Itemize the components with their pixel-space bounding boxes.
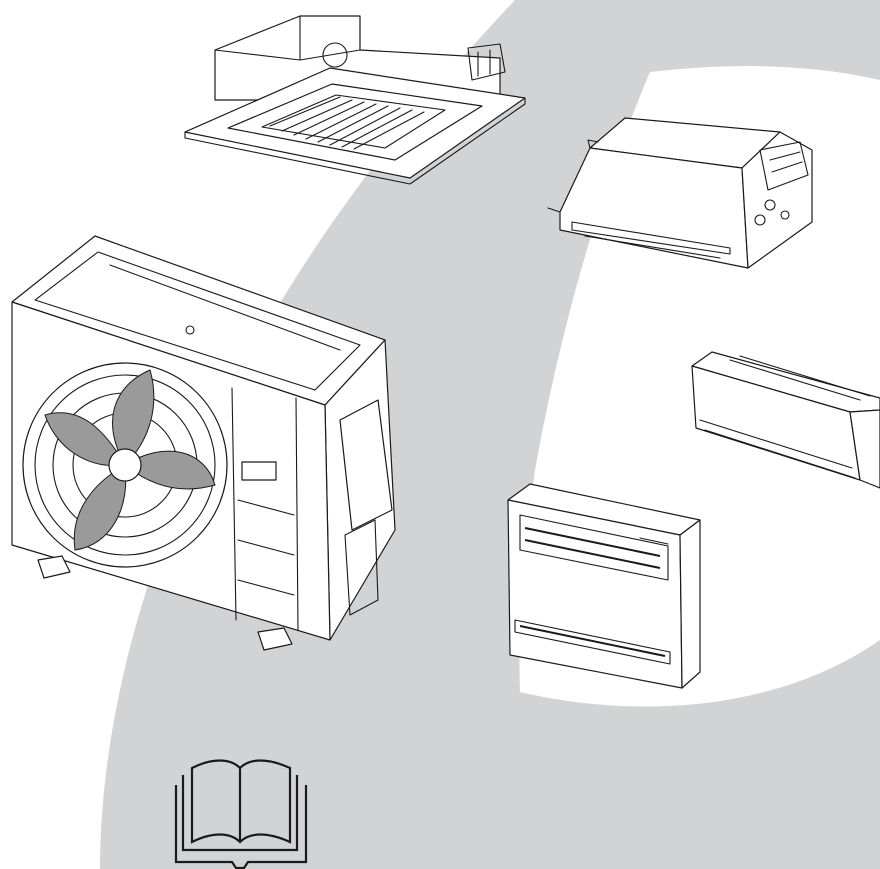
ducted-unit-icon xyxy=(547,117,813,269)
ceiling-cassette-icon xyxy=(184,15,526,185)
open-book-icon xyxy=(174,759,308,869)
outdoor-condenser-icon xyxy=(11,235,396,651)
floor-console-icon xyxy=(507,483,701,689)
wall-split-icon xyxy=(691,351,880,489)
grey-band xyxy=(100,0,880,869)
